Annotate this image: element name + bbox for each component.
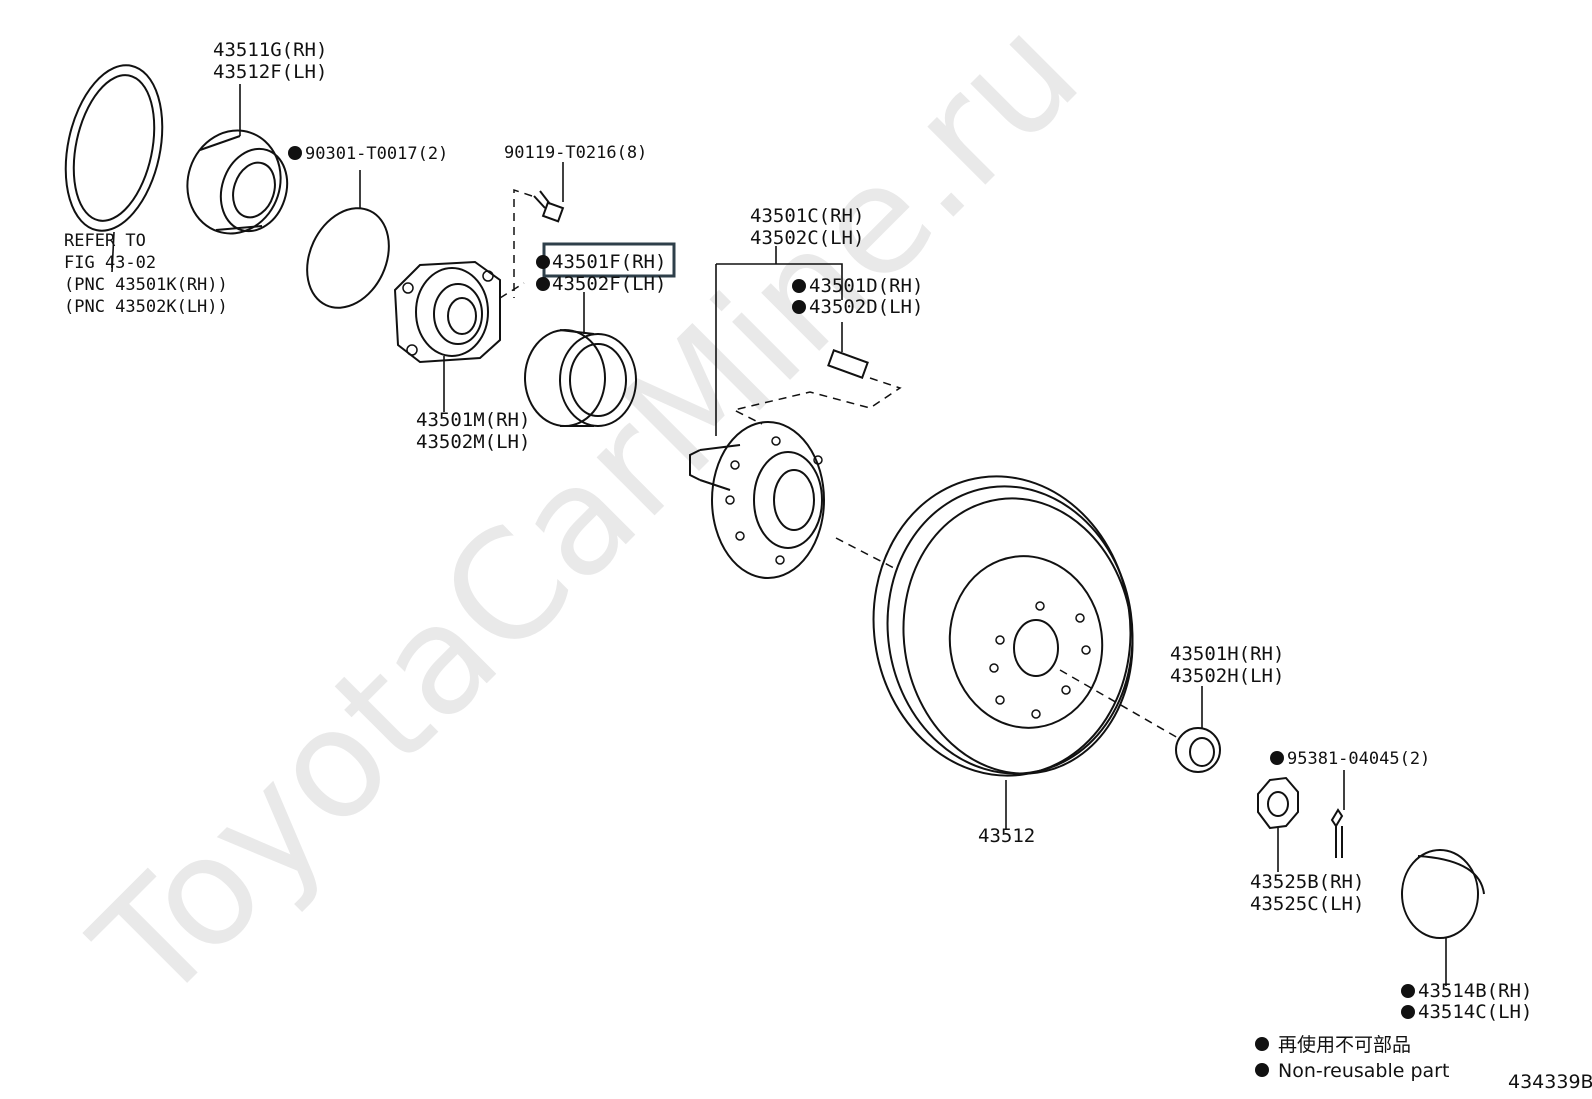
label-dust-deflector-lh: 43502F(LH) — [552, 273, 666, 295]
o-ring — [306, 170, 390, 309]
non-reusable-dot — [1401, 1005, 1415, 1019]
label-hub-bearing-lh: 43502M(LH) — [416, 431, 530, 453]
label-oring: 90301-T0017(2) — [305, 144, 448, 164]
non-reusable-dot — [288, 146, 302, 160]
label-nut-rh: 43501H(RH) — [1170, 643, 1284, 665]
label-bearing-rh: 43511G(RH) — [213, 39, 327, 61]
flange-bolt — [513, 162, 565, 298]
cotter-pin — [1330, 770, 1345, 858]
lock-nut-cap — [1257, 776, 1299, 872]
axle-hub — [689, 246, 843, 579]
non-reusable-dot — [536, 277, 550, 291]
label-hub-lh: 43502C(LH) — [750, 227, 864, 249]
figure-code: 434339B — [1508, 1071, 1592, 1093]
non-reusable-dot — [1401, 984, 1415, 998]
label-disc: 43512 — [978, 825, 1035, 847]
brake-disc — [835, 475, 1134, 830]
label-nut-lh: 43502H(LH) — [1170, 665, 1284, 687]
hub-bolt — [731, 322, 902, 425]
non-reusable-dot — [536, 255, 550, 269]
hub-nut — [1059, 669, 1221, 773]
label-bolt: 90119-T0216(8) — [504, 143, 647, 163]
label-seal-ref-4: (PNC 43502K(LH)) — [64, 297, 228, 317]
label-lock-cap-lh: 43525C(LH) — [1250, 893, 1364, 915]
label-seal-ref-2: FIG 43-02 — [64, 253, 156, 273]
label-hub-bolt-lh: 43502D(LH) — [809, 296, 923, 318]
label-lock-cap-rh: 43525B(RH) — [1250, 871, 1364, 893]
oil-seal-ring — [64, 64, 164, 273]
dust-deflector — [524, 292, 637, 427]
hub-bearing-unit — [393, 260, 525, 412]
grease-cap — [1401, 849, 1485, 986]
legend-en: Non-reusable part — [1278, 1060, 1449, 1082]
label-bearing-lh: 43512F(LH) — [213, 61, 327, 83]
label-hub-bearing-rh: 43501M(RH) — [416, 409, 530, 431]
label-grease-cap-rh: 43514B(RH) — [1418, 980, 1532, 1002]
non-reusable-dot — [1270, 751, 1284, 765]
label-hub-bolt-rh: 43501D(RH) — [809, 275, 923, 297]
bearing-assembly — [186, 84, 289, 235]
label-cotter-pin: 95381-04045(2) — [1287, 749, 1430, 769]
label-seal-ref-1: REFER TO — [64, 231, 146, 251]
non-reusable-dot — [792, 279, 806, 293]
legend-jp: 再使用不可部品 — [1278, 1034, 1411, 1056]
label-dust-deflector-rh[interactable]: 43501F(RH) — [552, 251, 666, 273]
legend-dot — [1255, 1037, 1269, 1051]
legend-dot — [1255, 1063, 1269, 1077]
label-seal-ref-3: (PNC 43501K(RH)) — [64, 275, 228, 295]
label-hub-rh: 43501C(RH) — [750, 205, 864, 227]
label-grease-cap-lh: 43514C(LH) — [1418, 1001, 1532, 1023]
non-reusable-dot — [792, 300, 806, 314]
